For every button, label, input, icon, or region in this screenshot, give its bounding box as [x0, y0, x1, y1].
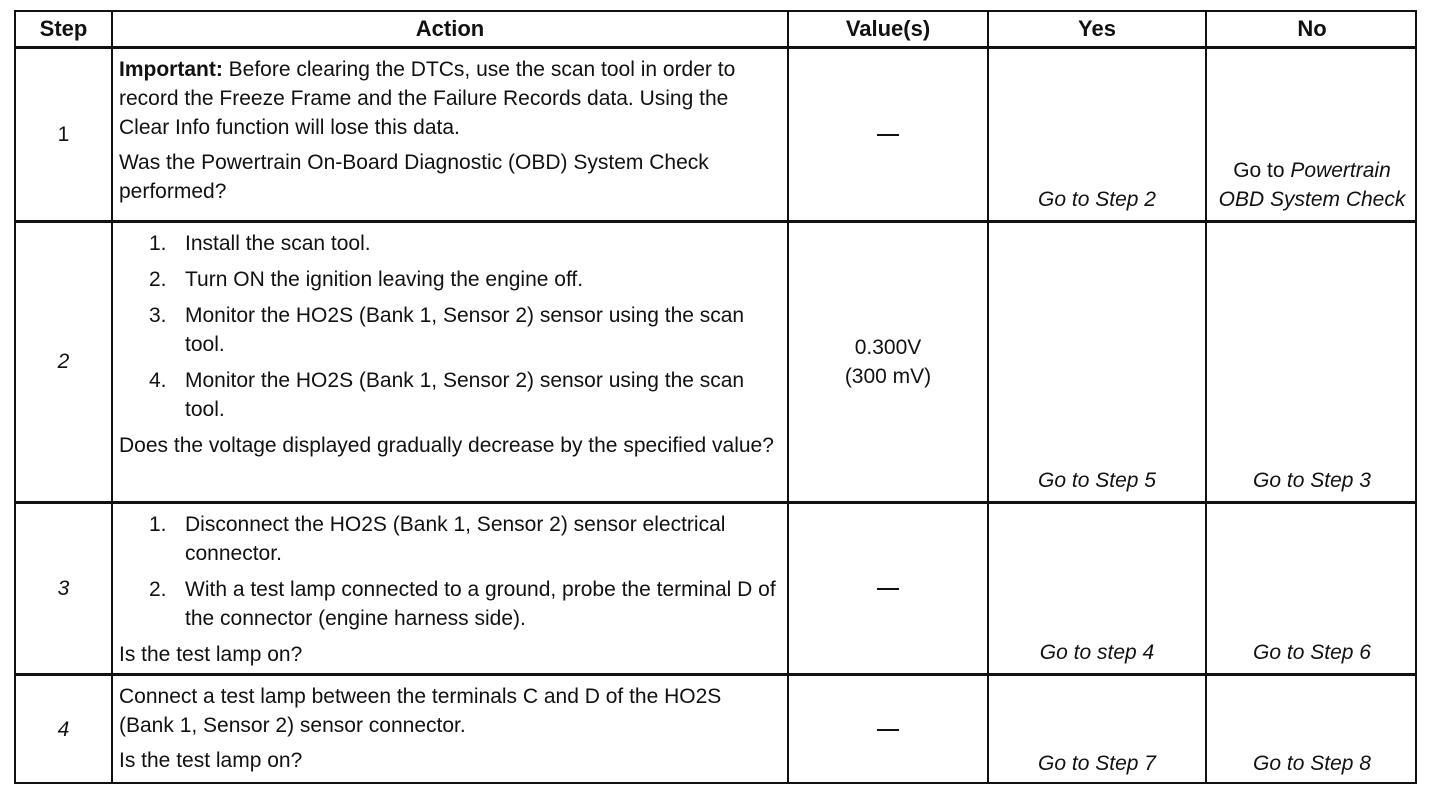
yes-cell: Go to step 4 [989, 504, 1207, 673]
question-text: Does the voltage displayed gradually dec… [119, 434, 774, 457]
value-cell: — [789, 504, 989, 673]
step-number: 3 [16, 504, 113, 673]
list-item: 2. Turn ON the ignition leaving the engin… [119, 265, 779, 294]
value-line: (300 mV) [844, 365, 932, 388]
no-cell: Go to Step 3 [1253, 469, 1371, 492]
header-no: No [1297, 16, 1327, 41]
item-number: 2. [149, 268, 167, 291]
header-row: Step Action Value(s) Yes No [16, 12, 1415, 49]
item-number: 3. [149, 304, 167, 327]
important-label: Important: [119, 58, 223, 81]
action-cell: 1. Install the scan tool. 2. Turn ON the i… [113, 223, 789, 501]
question-text: Is the test lamp on? [119, 749, 303, 772]
table-row-step-3: 3 1. Disconnect the HO2S (Bank 1, Sensor … [16, 504, 1415, 676]
value-cell: — [789, 49, 989, 220]
no-prefix: Go to [1233, 159, 1291, 182]
yes-cell: Go to Step 2 [989, 49, 1207, 220]
value-text: 0.300V (300 mV) [845, 333, 931, 391]
header-step: Step [16, 12, 113, 46]
item-number: 2. [149, 578, 167, 601]
action-list: 1. Disconnect the HO2S (Bank 1, Sensor 2)… [119, 510, 779, 633]
step-number: 1 [16, 49, 113, 220]
step-number: 4 [16, 676, 113, 784]
list-item: 1. Install the scan tool. [119, 229, 779, 258]
item-text: Turn ON the ignition leaving the engine … [185, 268, 584, 291]
value-line: 0.300V [854, 336, 922, 359]
action-cell: 1. Disconnect the HO2S (Bank 1, Sensor 2)… [113, 504, 789, 673]
question-text: Was the Powertrain On-Board Diagnostic (… [119, 151, 709, 203]
action-cell: Connect a test lamp between the terminal… [113, 676, 789, 784]
empty-value-dash [877, 587, 899, 590]
list-item: 4. Monitor the HO2S (Bank 1, Sensor 2) se… [119, 366, 779, 424]
no-italic: Powertrain OBD System Check [1218, 159, 1406, 211]
table-row-step-4: 4 Connect a test lamp between the termin… [16, 676, 1415, 784]
item-text: Monitor the HO2S (Bank 1, Sensor 2) sens… [185, 304, 745, 356]
step-number: 2 [16, 223, 113, 501]
list-item: 3. Monitor the HO2S (Bank 1, Sensor 2) se… [119, 301, 779, 359]
list-item: 1. Disconnect the HO2S (Bank 1, Sensor 2)… [119, 510, 779, 568]
instruction-text: Connect a test lamp between the terminal… [119, 685, 722, 737]
item-number: 1. [149, 513, 167, 536]
item-number: 4. [149, 369, 167, 392]
no-cell: Go to Step 8 [1253, 752, 1371, 775]
item-text: With a test lamp connected to a ground, … [185, 578, 776, 630]
table-row-step-1: 1 Important: Before clearing the DTCs, u… [16, 49, 1415, 223]
yes-cell: Go to Step 7 [989, 676, 1207, 784]
item-text: Monitor the HO2S (Bank 1, Sensor 2) sens… [185, 369, 745, 421]
action-list: 1. Install the scan tool. 2. Turn ON the i… [119, 229, 779, 424]
question-text: Is the test lamp on? [119, 643, 303, 666]
item-text: Install the scan tool. [185, 232, 371, 255]
header-yes: Yes [989, 12, 1207, 46]
diagnostic-table: Step Action Value(s) Yes No 1 Important:… [14, 10, 1417, 784]
yes-cell: Go to Step 5 [989, 223, 1207, 501]
item-text: Disconnect the HO2S (Bank 1, Sensor 2) s… [185, 513, 726, 565]
important-text: Before clearing the DTCs, use the scan t… [119, 58, 736, 139]
no-cell: Go to Step 6 [1253, 641, 1371, 664]
important-note: Important: Before clearing the DTCs, use… [119, 55, 779, 142]
value-cell: 0.300V (300 mV) [789, 223, 989, 501]
action-cell: Important: Before clearing the DTCs, use… [113, 49, 789, 220]
list-item: 2. With a test lamp connected to a ground… [119, 575, 779, 633]
header-values: Value(s) [789, 12, 989, 46]
no-link: Go to Powertrain OBD System Check [1217, 156, 1407, 214]
no-cell: Go to Powertrain OBD System Check [1207, 49, 1417, 220]
table-row-step-2: 2 1. Install the scan tool. 2. Turn ON the… [16, 223, 1415, 504]
header-action: Action [113, 12, 789, 46]
empty-value-dash [877, 133, 899, 136]
value-cell: — [789, 676, 989, 784]
empty-value-dash [877, 729, 899, 731]
item-number: 1. [149, 232, 167, 255]
